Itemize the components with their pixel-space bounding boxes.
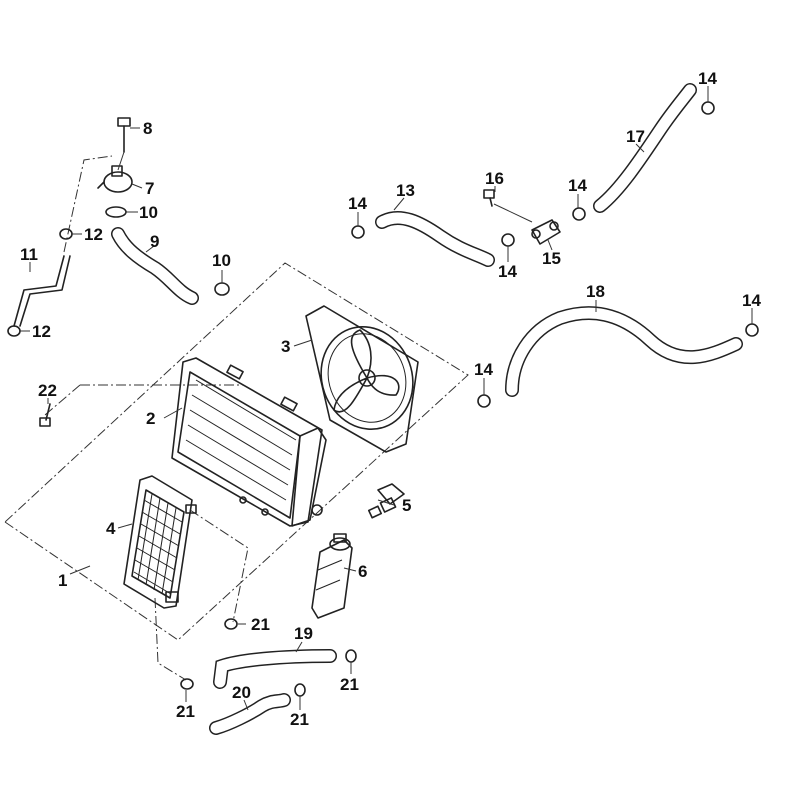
callout-7: 7 [145, 179, 154, 198]
hose-clamp-14d [501, 233, 515, 247]
callout-18: 18 [586, 282, 605, 301]
callout-15: 15 [542, 249, 561, 268]
callout-14c: 14 [348, 194, 367, 213]
callout-17: 17 [626, 127, 645, 146]
hose-clamp-14c [351, 225, 365, 239]
hose-clamp-14b [572, 207, 586, 221]
leader-lines [20, 86, 753, 711]
hose-17 [593, 83, 697, 213]
callout-14f: 14 [474, 360, 493, 379]
hose-clamp-21b [345, 649, 357, 663]
clip-12a [59, 228, 73, 240]
bleed-bolt [483, 189, 533, 223]
callout-22: 22 [38, 381, 57, 400]
callout-6: 6 [358, 562, 367, 581]
callout-3: 3 [281, 337, 290, 356]
hose-clamp-14e [745, 323, 759, 337]
callout-19: 19 [294, 624, 313, 643]
callout-12b: 12 [32, 322, 51, 341]
gasket-10a [105, 206, 127, 218]
callout-13: 13 [396, 181, 415, 200]
hose-18 [505, 306, 743, 397]
hose-clamp-21d [294, 683, 306, 697]
callout-12a: 12 [84, 225, 103, 244]
hose-19 [213, 649, 337, 689]
hose-joint [531, 219, 561, 245]
callout-14a: 14 [698, 69, 717, 88]
callout-5: 5 [402, 496, 411, 515]
callout-10a: 10 [139, 203, 158, 222]
hose-clamp-14f [477, 394, 491, 408]
callout-labels: 1 2 3 4 5 6 7 8 9 10 10 11 12 12 13 14 1… [20, 69, 761, 729]
callout-1: 1 [58, 571, 67, 590]
thermostat-housing [97, 165, 133, 193]
thermo-switch [367, 483, 405, 519]
radiator-core [171, 357, 327, 527]
callout-11: 11 [20, 245, 38, 264]
hose-20 [209, 693, 291, 735]
hose-clamp-21a [224, 618, 238, 630]
assembly-group-outline [4, 262, 469, 681]
callout-4: 4 [106, 519, 116, 538]
gasket-10b [214, 282, 230, 296]
callout-14e: 14 [742, 291, 761, 310]
clip-12b [7, 325, 21, 337]
bolt-22 [39, 403, 51, 427]
callout-21b: 21 [340, 675, 359, 694]
callout-10b: 10 [212, 251, 231, 270]
callout-16: 16 [485, 169, 504, 188]
reservoir-tank [311, 533, 353, 619]
hose-clamp-21c [180, 678, 194, 690]
callout-14b: 14 [568, 176, 587, 195]
bypass-pipe [13, 155, 113, 327]
callout-14d: 14 [498, 262, 517, 281]
callout-21a: 21 [251, 615, 270, 634]
callout-9: 9 [150, 232, 159, 251]
hose-clamp-14a [701, 101, 715, 115]
callout-21c: 21 [176, 702, 195, 721]
bolt-8 [117, 117, 131, 171]
radiator-screen [123, 475, 197, 609]
hose-13 [375, 211, 495, 267]
callout-21d: 21 [290, 710, 309, 729]
cooling-fan-shroud [305, 305, 419, 453]
hose-9 [111, 227, 199, 305]
callout-2: 2 [146, 409, 155, 428]
callout-8: 8 [143, 119, 152, 138]
callout-20: 20 [232, 683, 251, 702]
